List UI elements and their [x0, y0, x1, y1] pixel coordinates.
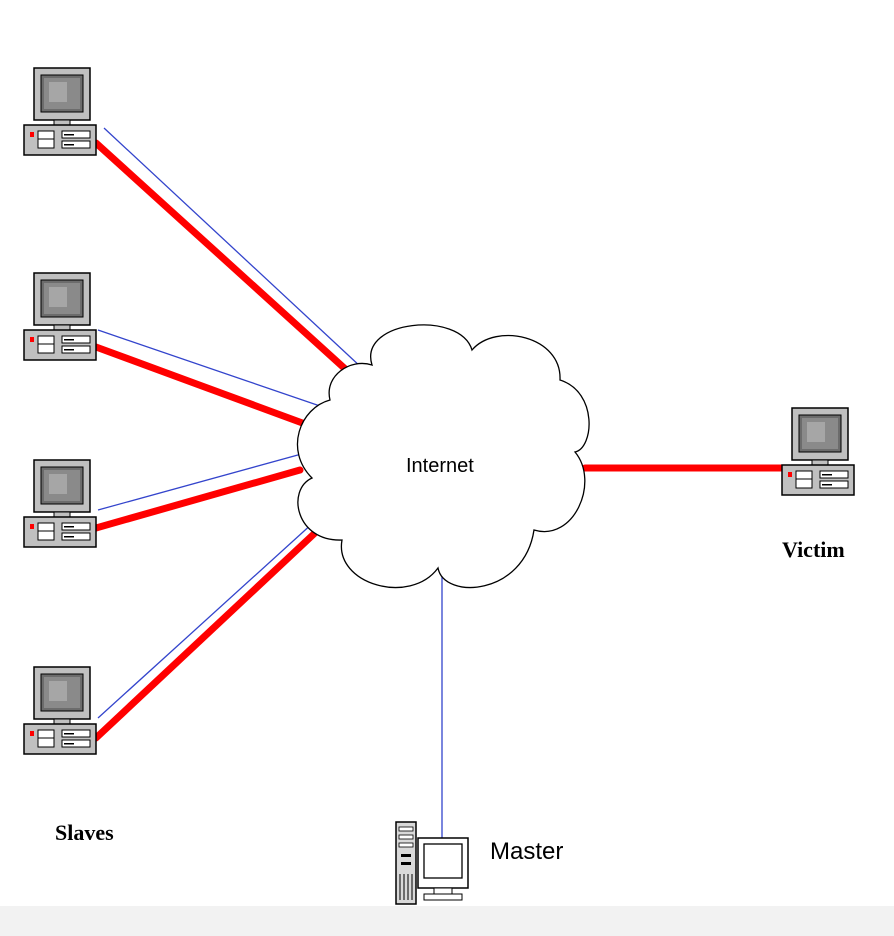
attack-link-slave-4: [92, 528, 320, 742]
victim-computer-icon: [781, 407, 855, 496]
control-link-slave-4: [97, 521, 315, 719]
cloud-icon: [296, 324, 590, 589]
internet-label: Internet: [406, 455, 474, 477]
slave-computer-4-icon: [23, 666, 97, 755]
attack-link-slave-1: [92, 139, 368, 390]
attack-link-slave-3: [92, 466, 304, 532]
attack-link-slave-2: [92, 343, 320, 432]
control-link-slave-1: [103, 127, 363, 369]
slave-computer-2-icon: [23, 272, 97, 361]
master-computer-icon: [395, 821, 469, 905]
slave-computer-3-icon: [23, 459, 97, 548]
slave-computer-1-icon: [23, 67, 97, 156]
master-label: Master: [490, 838, 564, 865]
victim-label: Victim: [782, 537, 845, 562]
control-link-slave-3: [97, 449, 317, 511]
control-link-slave-2: [97, 329, 321, 407]
slaves-label: Slaves: [55, 820, 114, 845]
control-links: [97, 127, 443, 840]
footer-strip: [0, 906, 894, 936]
attack-links: [92, 139, 786, 742]
